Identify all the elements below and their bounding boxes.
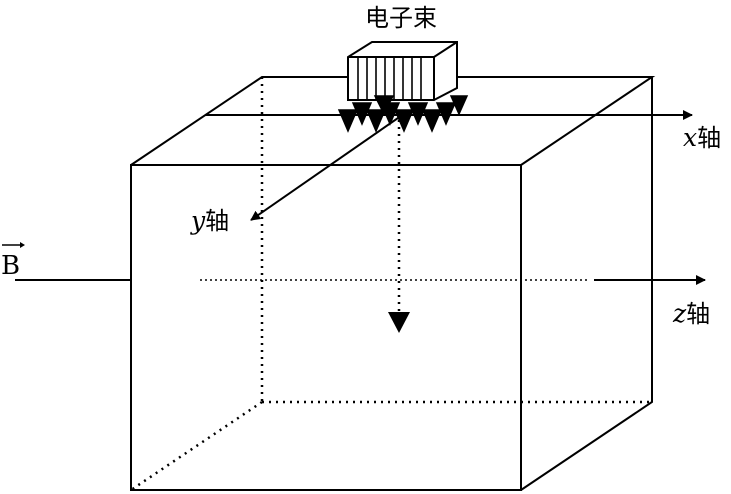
cube-hidden-bottom-side-edge [130, 400, 263, 492]
vector-arrow-head [20, 242, 25, 248]
cube-visible-edges [130, 76, 656, 491]
beam-ribs [357, 57, 422, 100]
z-axis-label: z轴 [672, 299, 710, 328]
electron-beam-arrows [337, 95, 469, 133]
field-symbol: B [1, 251, 20, 281]
magnetic-field-label: B [1, 242, 25, 281]
x-axis-label: x轴 [683, 123, 721, 152]
y-axis-label: y轴 [190, 206, 229, 235]
electron-beam-source [347, 41, 458, 101]
electron-beam-label: 电子束 [365, 4, 437, 32]
cube-right-edges [520, 77, 653, 491]
cube-front-face [130, 164, 522, 491]
y-axis-arrow [250, 117, 399, 221]
beam-path-arrowhead [388, 312, 410, 333]
cube-hidden-edges [130, 77, 652, 492]
